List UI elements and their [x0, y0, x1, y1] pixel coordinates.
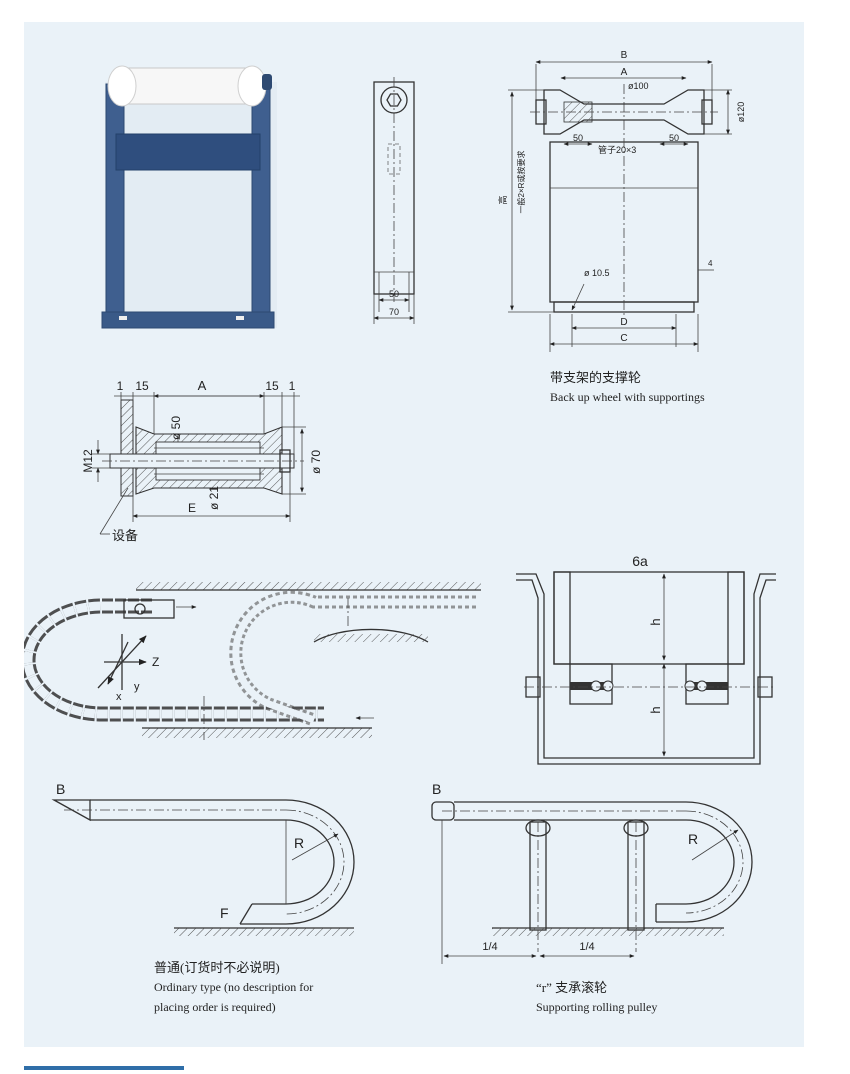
quarter-2: 1/4: [579, 941, 594, 953]
technical-drawing: 50 70 B A ø100 ø120 50 50 管子20×3: [24, 50, 776, 964]
pulley-type-drawing: B R 1/4 1/4: [431, 781, 753, 964]
ordinary-caption-en-2: placing order is required): [154, 1000, 276, 1014]
dim-50-right: 50: [669, 133, 679, 143]
ordinary-B: B: [56, 781, 65, 797]
ordinary-type-drawing: B R F: [51, 781, 355, 936]
frame-caption-en: Back up wheel with supportings: [550, 390, 705, 404]
side-dim-50: 50: [389, 289, 399, 299]
dim-15-left: 15: [135, 379, 149, 393]
drag-chain-drawing: Z y x: [24, 582, 481, 740]
device-label: 设备: [112, 528, 138, 543]
dim-1-right: 1: [289, 379, 296, 393]
front-view-drawing: B A ø100 ø120 50 50 管子20×3 高 一般2×R或按要求: [497, 50, 746, 352]
ordinary-caption-en-1: Ordinary type (no description for: [154, 980, 314, 994]
dim-4: 4: [708, 259, 713, 268]
dim-h-bottom: h: [648, 706, 663, 713]
dim-h-top: h: [648, 618, 663, 625]
drawing-sheet: 50 70 B A ø100 ø120 50 50 管子20×3: [24, 22, 804, 1047]
frame-caption-cn: 带支架的支撑轮: [550, 370, 642, 385]
fig-6a-title: 6a: [632, 553, 648, 569]
dim-50-left: 50: [573, 133, 583, 143]
dim-E: E: [188, 501, 196, 515]
height-note: 一般2×R或按要求: [516, 151, 526, 214]
dim-M12: M12: [81, 449, 95, 473]
dim-A: A: [621, 67, 628, 78]
axis-z: Z: [152, 655, 159, 669]
side-dim-70: 70: [389, 307, 399, 317]
pulley-caption-en: Supporting rolling pulley: [536, 1000, 658, 1014]
dim-d120: ø120: [736, 102, 746, 123]
ordinary-caption-cn: 普通(订货时不必说明): [154, 960, 280, 975]
axis-x: x: [116, 691, 122, 703]
dim-d21: ø 21: [207, 486, 221, 510]
height-label: 高: [497, 195, 508, 204]
quarter-1: 1/4: [482, 941, 497, 953]
wheel-section-drawing: 1 15 A 15 1 ø 50 ø 21 M12 ø 70 E 设备: [81, 378, 323, 543]
dim-d50: ø 50: [169, 416, 183, 440]
dim-B: B: [621, 50, 628, 61]
dim-C: C: [620, 333, 627, 344]
hole-dim: ø 10.5: [584, 268, 610, 278]
accent-bar: [24, 1066, 184, 1070]
photo-support-frame: [101, 65, 277, 329]
dim-1-left: 1: [117, 379, 124, 393]
ordinary-R: R: [294, 835, 304, 851]
dim-15-right: 15: [265, 379, 279, 393]
side-view-drawing: 50 70: [373, 77, 415, 324]
axis-y: y: [134, 681, 140, 693]
pipe-spec: 管子20×3: [598, 144, 636, 155]
bracket-6a-drawing: 6a h h: [516, 553, 776, 765]
dim-d100: ø100: [628, 81, 649, 91]
dim-A-wheel: A: [198, 378, 207, 393]
dim-D: D: [620, 317, 627, 328]
pulley-caption-cn: “r” 支承滚轮: [536, 980, 608, 995]
pulley-R: R: [688, 831, 698, 847]
dim-d70: ø 70: [309, 450, 323, 474]
ordinary-F: F: [220, 905, 229, 921]
pulley-B: B: [432, 781, 441, 797]
